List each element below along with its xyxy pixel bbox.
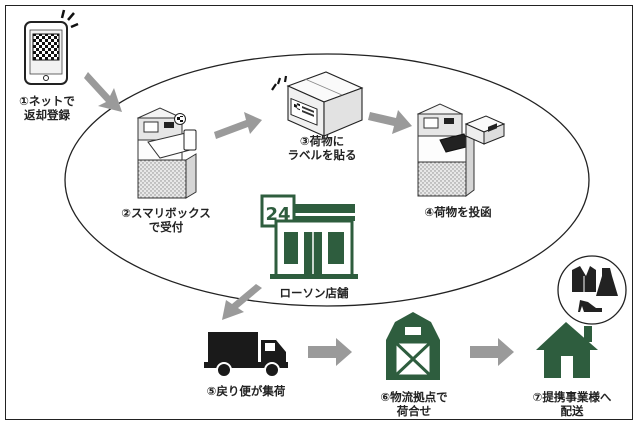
house-icon [536,322,598,378]
step3-label: ③荷物に ラベルを貼る [272,134,372,162]
step7-label-line1: ⑦提携事業様へ [532,390,612,404]
lawson-store-icon [260,194,358,279]
step5-label-line1: ⑤戻り便が集荷 [206,384,286,398]
store-sign-24: 24 [265,204,290,225]
smartphone-icon [24,9,79,85]
step2-label: ②スマリボックス で受付 [106,206,226,234]
step4-label-line1: ④荷物を投函 [424,205,492,219]
step2-label-line2: で受付 [148,220,184,234]
store-label-line1: ローソン店舗 [279,286,349,300]
arrow-3-to-4 [368,110,412,134]
step4-label: ④荷物を投函 [408,205,508,219]
step3-label-line2: ラベルを貼る [287,148,357,162]
step5-label: ⑤戻り便が集荷 [186,384,306,398]
dress-icon [596,268,618,296]
clothing-items-bubble [557,255,627,325]
arrow-2-to-3 [214,112,262,139]
arrow-5-to-6 [308,338,352,366]
parcel-box-icon [271,71,364,137]
arrow-1-to-2 [84,72,122,112]
step3-label-line1: ③荷物に [299,134,345,148]
step6-label: ⑥物流拠点で 荷合せ [364,390,464,418]
step6-label-line2: 荷合せ [396,404,432,418]
parcel-drop-kiosk-icon [416,103,506,197]
truck-icon [204,332,288,378]
warehouse-barn-icon [386,312,440,380]
diagram-frame [5,5,633,420]
step7-label-line2: 配送 [560,404,584,418]
step1-label-line1: ①ネットで [19,94,75,108]
arrow-6-to-7 [470,338,514,366]
store-label: ローソン店舗 [262,286,366,300]
step1-label: ①ネットで 返却登録 [8,94,86,122]
step2-label-line1: ②スマリボックス [121,206,211,220]
step1-label-line2: 返却登録 [24,108,70,122]
step7-label: ⑦提携事業様へ 配送 [518,390,626,418]
arrow-store-to-truck [222,284,262,320]
step6-label-line1: ⑥物流拠点で [380,390,448,404]
high-heel-icon [578,300,602,312]
smart-ribo-box-icon [136,107,197,199]
store-process-ellipse [64,53,590,307]
